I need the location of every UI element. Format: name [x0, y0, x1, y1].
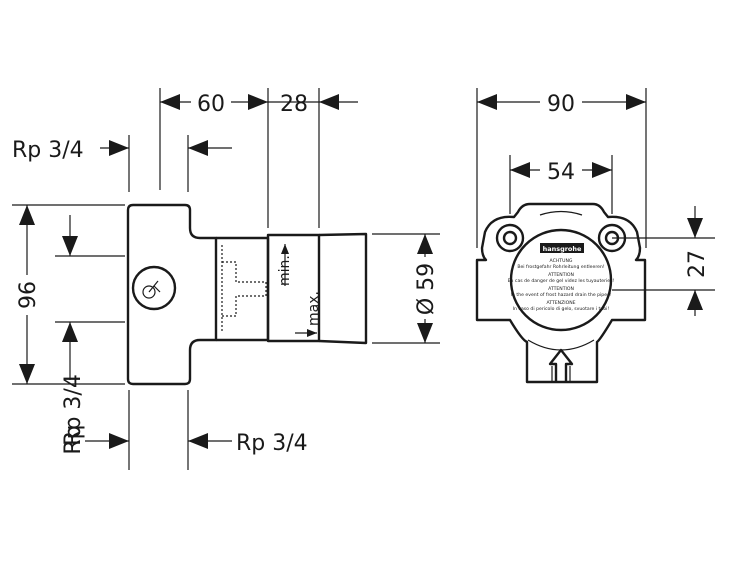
label-line-2: Bei frostgefahr Rohrleitung entleeren! [517, 264, 605, 270]
cartridge-sleeve [216, 236, 270, 342]
mount-lug-left [495, 223, 525, 253]
label-line-3: ATTENTION [548, 272, 574, 278]
front-view: 90 54 27 hansgrohe [475, 88, 715, 384]
dim-54-label: 54 [547, 160, 575, 185]
dim-60-label: 60 [197, 92, 225, 117]
dimension-28: 28 [268, 92, 358, 117]
flow-direction-arrow [548, 348, 574, 382]
dimension-27: 27 [685, 206, 710, 316]
rp-bottom-right-label: Rp 3/4 [236, 431, 308, 456]
dim-27-label: 27 [685, 250, 710, 278]
dim-d59-label: Ø 59 [414, 263, 439, 315]
outlet-knob [142, 285, 156, 299]
dimension-90: 90 [477, 88, 646, 117]
dim-96-label: 96 [16, 281, 41, 309]
label-line-4: En cas de danger de gel videz les tuyaut… [508, 278, 615, 284]
dimension-rp-bottom: Rp Rp 3/4 [61, 425, 308, 456]
extension-ring-max [318, 232, 368, 345]
inner-arc-top [539, 210, 583, 216]
dimension-96: 96 [14, 205, 41, 384]
side-view: 60 28 Rp 3/4 96 [12, 88, 440, 470]
label-line-5: ATTENTION [548, 286, 574, 292]
outlet-circle [131, 265, 177, 311]
min-marker: min. [277, 244, 293, 286]
label-line-6: In the event of frost hazard drain the p… [511, 292, 612, 298]
label-line-8: In caso di pericolo di gelo, svuotare i … [513, 306, 610, 312]
brand-badge [540, 243, 584, 253]
dimension-54: 54 [510, 157, 612, 185]
mount-lug-right [597, 223, 627, 253]
dim-28-label: 28 [280, 92, 308, 117]
max-label: max. [306, 291, 322, 326]
dimension-rp-left: Rp 3/4 [61, 215, 86, 446]
mount-hole-left [502, 230, 518, 246]
dimension-60: 60 [160, 88, 268, 117]
min-label: min. [277, 255, 293, 286]
brand-label: hansgrohe [543, 245, 582, 253]
label-disc [509, 228, 613, 332]
label-line-7: ATTENZIONE [546, 300, 575, 306]
extension-ring-min [266, 233, 321, 343]
max-marker: max. [295, 291, 322, 337]
rp-bottom-left-label: Rp [61, 425, 86, 454]
mount-hole-right [604, 230, 620, 246]
valve-body-outline [126, 203, 218, 386]
dim-90-label: 90 [547, 92, 575, 117]
hidden-spindle [222, 261, 267, 317]
inner-arc-bottom [527, 339, 595, 351]
label-line-1: ACHTUNG [550, 258, 573, 264]
rp-top-label: Rp 3/4 [12, 138, 84, 163]
dimension-rp-top: Rp 3/4 [12, 138, 232, 163]
dimension-d59: Ø 59 [412, 234, 440, 343]
rp-left-label: Rp 3/4 [61, 374, 86, 446]
housing-outline [475, 202, 647, 384]
